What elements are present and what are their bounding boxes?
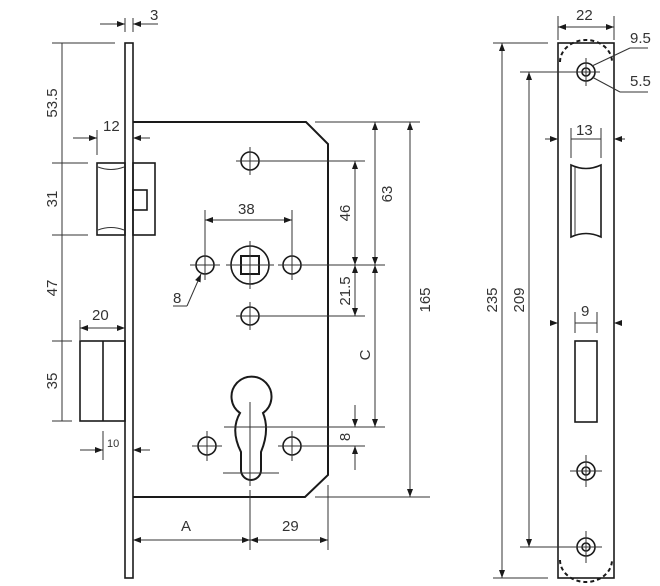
svg-text:38: 38 <box>238 201 255 218</box>
svg-text:29: 29 <box>282 518 299 535</box>
bolt-opening <box>574 340 598 423</box>
rounded-end-top <box>559 39 613 63</box>
svg-text:35: 35 <box>44 373 61 390</box>
svg-text:9.5: 9.5 <box>630 30 651 47</box>
handle-hole-right <box>278 250 306 280</box>
fixing-hole-bottom-right <box>278 431 306 461</box>
side-view: 3 53.5 31 47 35 12 20 <box>44 7 434 579</box>
svg-text:8: 8 <box>173 290 181 307</box>
fixing-hole-bottom-left <box>192 431 222 461</box>
dim-right-chain: 46 21.5 63 C 8 165 <box>264 121 434 498</box>
front-faceplate <box>557 42 615 579</box>
latch-opening <box>570 163 602 239</box>
svg-text:13: 13 <box>576 122 593 139</box>
latch-bolt <box>96 162 156 236</box>
svg-text:8: 8 <box>337 433 354 441</box>
svg-text:A: A <box>181 518 191 535</box>
faceplate <box>124 42 134 579</box>
svg-text:209: 209 <box>511 287 528 312</box>
screw-middle <box>570 455 602 487</box>
svg-text:165: 165 <box>417 287 434 312</box>
dim-faceplate-width: 22 <box>557 7 615 40</box>
svg-text:21.5: 21.5 <box>337 276 354 305</box>
dim-faceplate-thickness: 3 <box>100 7 158 32</box>
dim-bottom: A 29 <box>133 485 329 550</box>
dim-front-lengths: 235 209 <box>484 42 572 579</box>
fixing-hole-lower <box>236 302 264 330</box>
dim-screw-leaders: 9.5 5.5 <box>591 30 651 93</box>
svg-text:5.5: 5.5 <box>630 73 651 90</box>
dim-left-chain: 53.5 31 47 35 <box>44 42 115 422</box>
svg-text:63: 63 <box>379 186 396 203</box>
svg-text:10: 10 <box>107 438 119 450</box>
rounded-end-bottom <box>559 559 613 583</box>
dim-bolt-throw: 10 <box>80 431 150 460</box>
dead-bolt <box>79 340 126 422</box>
screw-top <box>572 58 600 86</box>
svg-text:235: 235 <box>484 287 501 312</box>
cylinder-cutout <box>223 375 279 486</box>
dim-latch-projection: 12 <box>73 118 150 155</box>
dim-handle-hole-spacing: 38 <box>204 201 293 255</box>
fixing-hole-top <box>236 147 264 175</box>
screw-bottom <box>570 531 602 563</box>
svg-text:C: C <box>357 349 374 360</box>
svg-text:46: 46 <box>337 205 354 222</box>
svg-text:20: 20 <box>92 307 109 324</box>
dim-hole-diameter: 8 <box>173 273 202 307</box>
lock-case <box>133 121 329 498</box>
svg-text:53.5: 53.5 <box>44 88 61 117</box>
svg-text:12: 12 <box>103 118 120 135</box>
svg-text:3: 3 <box>150 7 158 24</box>
svg-text:22: 22 <box>576 7 593 24</box>
svg-text:9: 9 <box>581 303 589 320</box>
svg-text:47: 47 <box>44 280 61 297</box>
front-view: 22 9.5 5.5 13 9 <box>484 7 651 583</box>
svg-text:31: 31 <box>44 191 61 208</box>
dim-bolt-projection: 20 <box>79 307 125 340</box>
spindle-hub <box>226 241 274 289</box>
dim-bolt-width: 9 <box>550 303 622 333</box>
dim-latch-width: 13 <box>545 122 625 158</box>
